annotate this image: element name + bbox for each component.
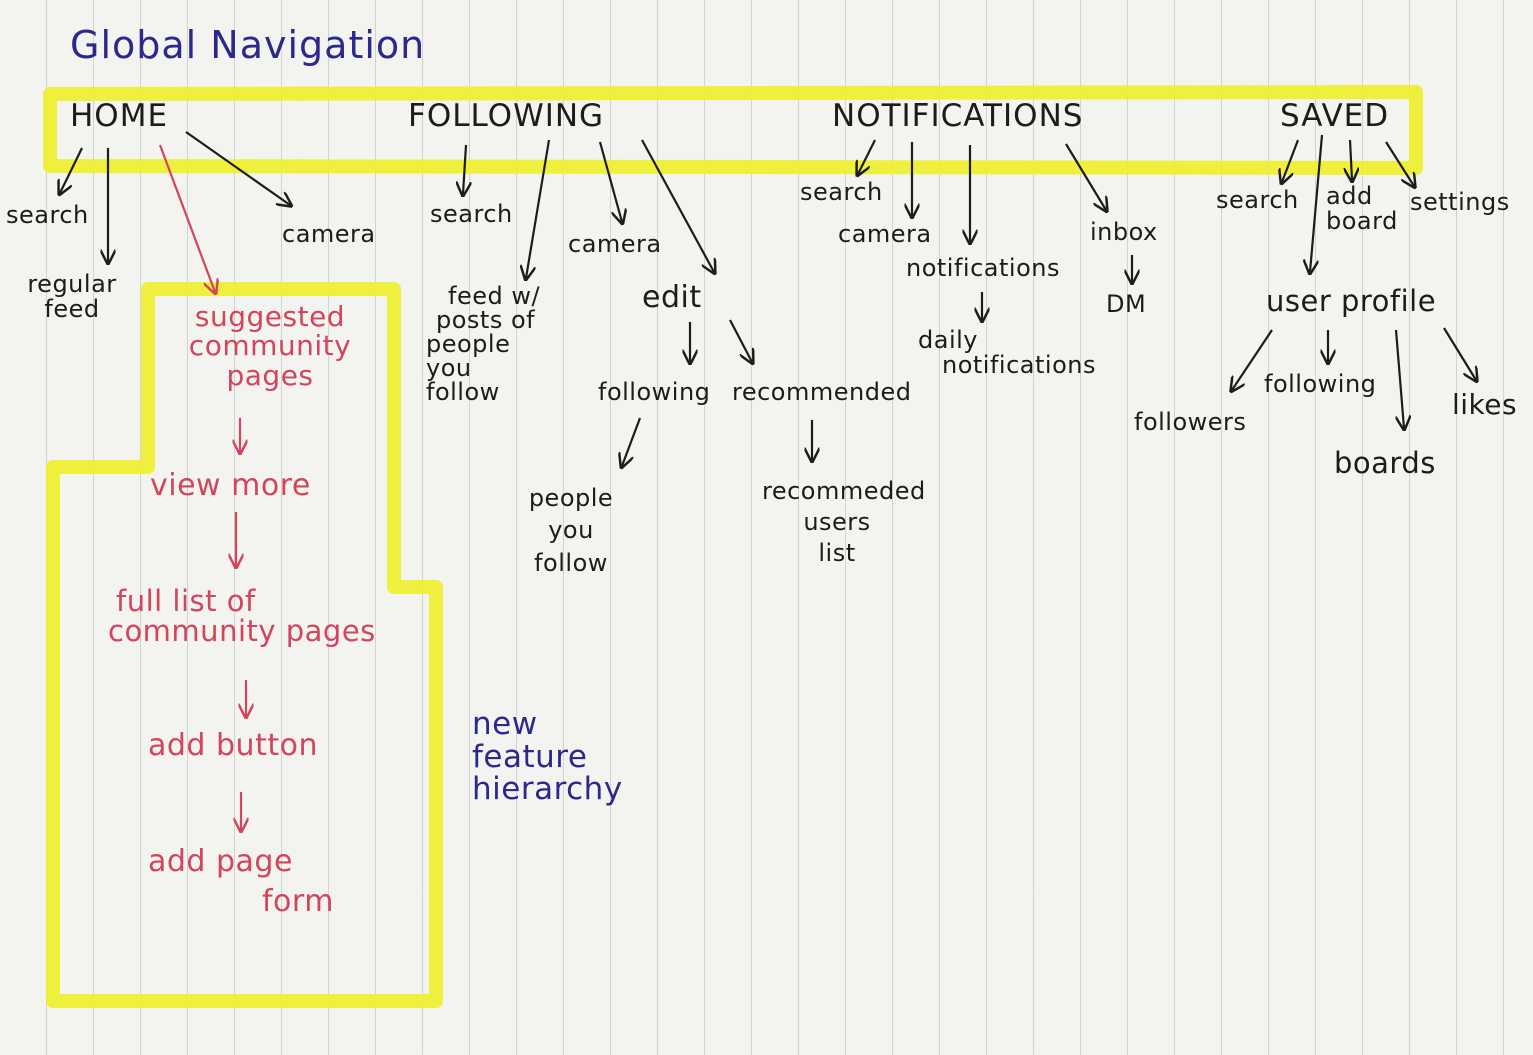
arrow-following-search	[463, 144, 466, 194]
add-page-line-1: add page	[148, 844, 293, 879]
daily-notifications: daily notifications	[918, 326, 1096, 380]
nav-home: HOME	[70, 98, 169, 134]
daily-line-1: daily	[918, 326, 978, 354]
arrow-following-edit	[641, 139, 714, 272]
profile-likes: likes	[1452, 388, 1518, 421]
profile-following: following	[1264, 370, 1377, 398]
legend-line-1: new	[472, 706, 538, 742]
home-camera: camera	[282, 220, 376, 248]
nav-notifications: NOTIFICATIONS	[832, 98, 1084, 134]
arrow-following-camera	[598, 141, 622, 222]
saved-user-profile: user profile	[1266, 284, 1437, 318]
global-nav-highlight	[43, 85, 1423, 175]
people-you-follow: people you follow	[516, 482, 626, 579]
recommended-line-3: list	[818, 539, 856, 568]
suggested-community-pages: suggested community pages	[172, 300, 368, 392]
home-search: search	[6, 201, 89, 229]
following-feed-line-5: follow	[426, 378, 500, 406]
daily-line-2: notifications	[942, 351, 1096, 380]
arrow-saved-search	[1282, 139, 1300, 182]
nav-saved: SAVED	[1280, 98, 1390, 134]
profile-boards: boards	[1334, 446, 1436, 480]
notifications-notifications: notifications	[906, 254, 1060, 282]
people-line-3: follow	[534, 548, 608, 577]
people-line-2: you	[548, 516, 594, 545]
legend-line-3: hierarchy	[472, 771, 623, 808]
full-list-line-2: community pages	[108, 614, 376, 649]
suggested-line-2: community	[188, 329, 352, 363]
saved-search: search	[1216, 186, 1299, 214]
arrow-home-camera	[185, 131, 290, 205]
arrow-edit-recommended	[729, 319, 752, 362]
diagram-title: Global Navigation	[70, 23, 426, 67]
arrow-notif-inbox	[1065, 143, 1106, 210]
edit-recommended: recommended	[732, 378, 912, 406]
home-regular-feed-line-2: feed	[44, 295, 100, 324]
recommended-users-list: recommeded users list	[762, 476, 926, 570]
arrow-profile-likes	[1443, 327, 1476, 380]
arrow-profile-followers	[1232, 329, 1273, 390]
edit-following: following	[598, 378, 711, 406]
following-feed-line-2: posts of	[436, 306, 536, 334]
following-search: search	[430, 200, 513, 228]
saved-settings: settings	[1410, 188, 1510, 216]
recommended-line-1: recommeded	[762, 477, 926, 505]
legend-line-2: feature	[472, 738, 588, 775]
home-regular-feed-line-1: regular	[27, 270, 117, 298]
following-feed-line-4: you	[426, 354, 472, 382]
saved-add-board: add board	[1326, 182, 1398, 236]
add-button: add button	[148, 728, 318, 763]
recommended-line-2: users	[803, 508, 871, 537]
arrow-saved-userprofile	[1310, 134, 1324, 272]
full-list-of-community-pages: full list of community pages	[108, 586, 376, 647]
arrow-home-suggested	[158, 144, 215, 292]
full-list-line-1: full list of	[116, 584, 256, 618]
following-camera: camera	[568, 230, 662, 258]
new-feature-hierarchy-legend: new feature hierarchy	[472, 708, 623, 806]
notifications-search: search	[800, 178, 883, 206]
arrow-profile-boards	[1394, 329, 1404, 428]
following-edit: edit	[642, 280, 702, 315]
notifications-inbox: inbox	[1090, 218, 1158, 246]
suggested-line-3: pages	[226, 358, 314, 392]
arrow-notif-search	[858, 139, 876, 174]
following-feed-line-1: feed w/	[448, 282, 541, 310]
following-feed: feed w/ posts of people you follow	[426, 284, 540, 404]
add-page-form: add page form	[148, 846, 334, 917]
add-board-line-2: board	[1326, 207, 1398, 236]
view-more: view more	[150, 468, 311, 503]
arrow-following-people	[622, 417, 642, 466]
profile-followers: followers	[1134, 408, 1247, 436]
add-page-line-2: form	[262, 883, 334, 919]
suggested-line-1: suggested	[194, 300, 346, 333]
home-regular-feed: regular feed	[16, 270, 128, 324]
arrow-saved-addboard	[1350, 139, 1352, 180]
notifications-dm: DM	[1106, 290, 1147, 318]
arrow-saved-settings	[1385, 141, 1414, 186]
add-board-line-1: add	[1326, 182, 1373, 210]
following-feed-line-3: people	[426, 330, 511, 358]
notifications-camera: camera	[838, 220, 932, 248]
new-feature-highlight	[46, 282, 443, 1008]
nav-following: FOLLOWING	[408, 98, 605, 134]
people-line-1: people	[528, 484, 614, 512]
arrow-following-feed	[526, 139, 551, 278]
arrow-home-search	[60, 147, 83, 193]
